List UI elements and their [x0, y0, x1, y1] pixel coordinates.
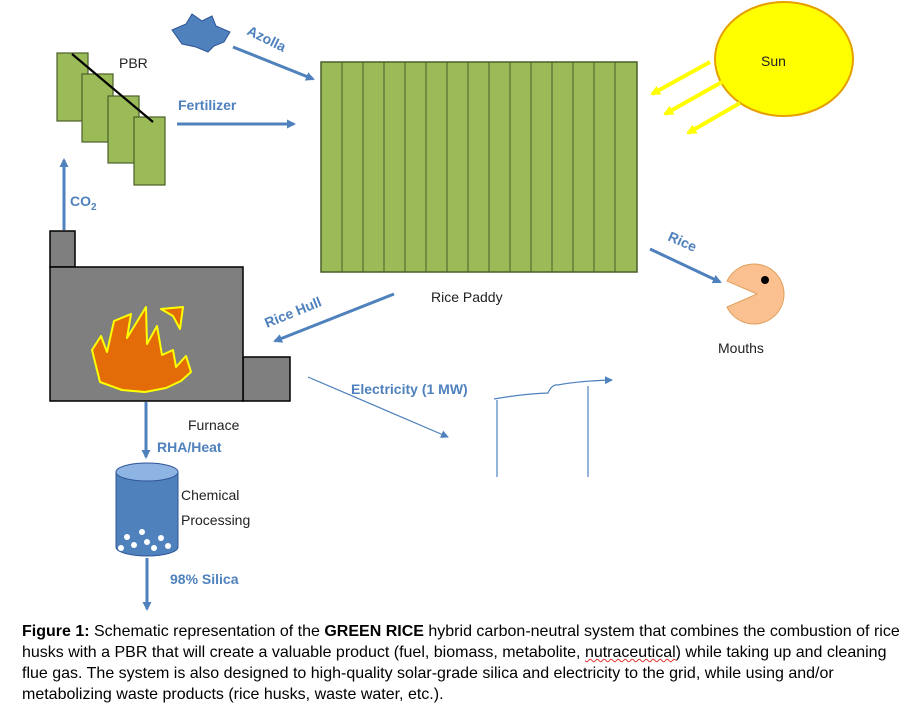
green-rice-diagram: PBR Azolla Fertilizer Rice Paddy Sun Ric…: [49, 1, 854, 611]
sun-rays: [650, 60, 741, 135]
co2-label: CO2: [70, 193, 97, 213]
furnace: [49, 230, 291, 402]
mouths-label: Mouths: [718, 340, 764, 356]
azolla-arrow: [232, 45, 315, 81]
electricity-arrow: [307, 376, 449, 438]
caption-text-3: ) while taking up and cleaning flue gas.…: [22, 644, 887, 703]
chemical-label-line1: Chemical: [181, 487, 239, 503]
rice-hull-arrow: [273, 292, 395, 343]
azolla-icon: [171, 13, 231, 53]
figure-caption: Figure 1: Schematic representation of th…: [22, 621, 907, 705]
pbr-reactor: [56, 52, 166, 186]
caption-lead: Figure 1:: [22, 623, 90, 640]
caption-misspelled-word: nutraceutical: [584, 644, 676, 661]
fertilizer-label: Fertilizer: [178, 97, 237, 113]
electricity-label: Electricity (1 MW): [351, 381, 468, 397]
furnace-label: Furnace: [188, 417, 240, 433]
mouth-icon: [726, 263, 785, 325]
rice-arrow: [649, 247, 722, 284]
eye-icon: [761, 276, 769, 284]
silica-label: 98% Silica: [170, 571, 239, 587]
chemical-processing-tank: [115, 462, 179, 557]
caption-text-1: Schematic representation of the: [89, 623, 325, 640]
sun-icon: [714, 1, 854, 117]
chemical-label-line2: Processing: [181, 512, 250, 528]
flame-icon: [91, 306, 192, 393]
azolla-label: Azolla: [245, 22, 289, 55]
power-line-icon: [493, 376, 613, 477]
flame-spark-icon: [160, 306, 184, 330]
rice-label: Rice: [666, 228, 700, 255]
rha-heat-label: RHA/Heat: [157, 439, 222, 455]
pbr-label: PBR: [119, 55, 148, 71]
caption-highlight: GREEN RICE: [324, 623, 424, 640]
caption-text-2: hybrid carbon-neutral system that combin…: [22, 623, 900, 661]
rice-paddy-label: Rice Paddy: [431, 289, 503, 305]
rice-paddy: [320, 61, 638, 273]
sun-label: Sun: [761, 53, 786, 69]
